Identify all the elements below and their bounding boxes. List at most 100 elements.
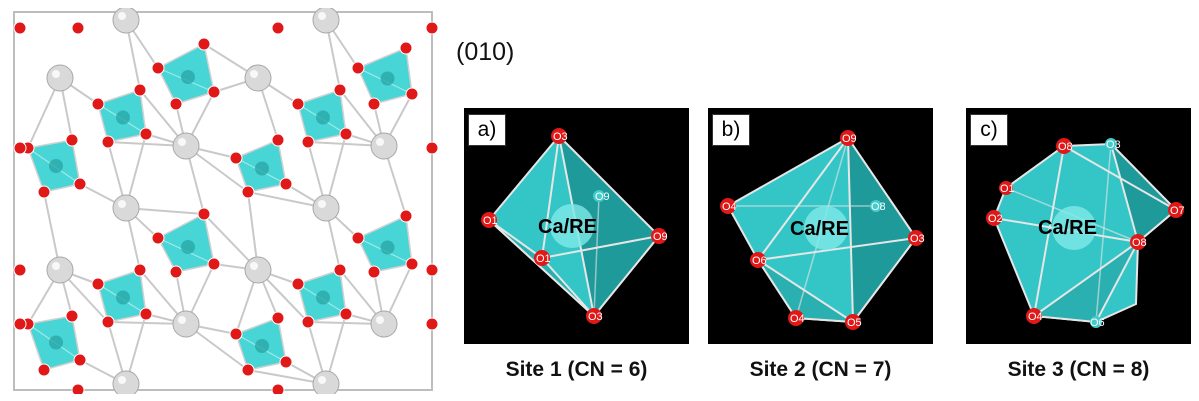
svg-text:O6: O6 xyxy=(752,255,767,267)
structure-bonds xyxy=(27,19,413,385)
central-cation-label: Ca/RE xyxy=(790,218,849,240)
oxygen-atom xyxy=(101,135,115,149)
oxygen-atom xyxy=(139,307,153,321)
svg-text:O1: O1 xyxy=(1000,183,1015,195)
cation-sphere xyxy=(172,132,200,160)
svg-text:O3: O3 xyxy=(910,233,925,245)
site-caption: Site 3 (CN = 8) xyxy=(1007,358,1150,381)
svg-text:O8: O8 xyxy=(871,201,886,213)
oxygen-atom xyxy=(13,141,27,155)
tetra-center-atom xyxy=(181,70,195,84)
oxygen-atom xyxy=(71,383,85,394)
oxygen-atom xyxy=(37,185,51,199)
oxygen-atom xyxy=(425,263,438,277)
cation-sphere xyxy=(46,256,74,284)
cation-highlight xyxy=(250,262,258,270)
svg-text:O3: O3 xyxy=(553,131,568,143)
oxygen-atom xyxy=(101,315,115,329)
svg-text:O2: O2 xyxy=(988,213,1003,225)
svg-text:O4: O4 xyxy=(722,201,737,213)
oxygen-atom xyxy=(271,21,285,35)
tetra-center-atom xyxy=(116,290,130,305)
oxygen-atom xyxy=(425,141,438,155)
tetra-center-atom xyxy=(181,240,195,254)
oxygen-atom xyxy=(405,257,419,271)
panel-label: a) xyxy=(468,114,506,146)
cation-sphere xyxy=(370,310,398,338)
panel-label: b) xyxy=(712,114,750,146)
oxygen-atom xyxy=(37,363,51,377)
oxygen-atom: O8 xyxy=(1056,138,1073,154)
oxygen-atom xyxy=(367,97,381,111)
oxygen-atom: O6 xyxy=(750,252,767,268)
tetra-center-atom xyxy=(116,110,130,125)
oxygen-atom xyxy=(301,315,315,329)
oxygen-atom: O4 xyxy=(1026,308,1043,324)
cation-sphere xyxy=(112,8,140,34)
oxygen-atom xyxy=(197,207,211,221)
oxygen-atom xyxy=(339,127,353,141)
oxygen-atom xyxy=(139,127,153,141)
panel-site-1: Ca/RE O3 O9 O1 O9 O1 O3 a) xyxy=(464,108,689,344)
cation-highlight xyxy=(318,200,326,208)
svg-text:O1: O1 xyxy=(536,253,551,265)
cation-highlight xyxy=(376,138,384,146)
oxygen-atom xyxy=(151,231,165,245)
oxygen-atom xyxy=(271,133,285,147)
svg-text:O9: O9 xyxy=(842,133,857,145)
svg-text:O8: O8 xyxy=(1058,141,1073,153)
oxygen-atom: O6 xyxy=(1090,316,1105,329)
oxygen-atom xyxy=(71,21,85,35)
svg-text:O1: O1 xyxy=(483,215,498,227)
cation-highlight xyxy=(376,316,384,324)
oxygen-atom xyxy=(151,61,165,75)
oxygen-atom xyxy=(13,21,27,35)
svg-text:O6: O6 xyxy=(1090,317,1105,329)
cation-highlight xyxy=(52,262,60,270)
oxygen-atom xyxy=(197,37,211,51)
oxygen-atom: O1 xyxy=(481,212,498,228)
panel-site-3: Ca/RE O8 O3 O1 O2 O7 O8 O4 O6 c) xyxy=(966,108,1191,344)
cation-sphere xyxy=(244,256,272,284)
oxygen-atom xyxy=(351,231,365,245)
oxygen-atom xyxy=(271,383,285,394)
oxygen-atom: O1 xyxy=(534,250,551,266)
svg-text:O3: O3 xyxy=(588,311,603,323)
oxygen-atom: O3 xyxy=(1105,138,1121,151)
site-caption: Site 1 (CN = 6) xyxy=(505,358,648,381)
oxygen-atom xyxy=(229,327,243,341)
oxygen-atom: O3 xyxy=(908,230,925,246)
oxygen-atom: O9 xyxy=(593,190,610,203)
tetra-center-atom xyxy=(316,110,330,125)
oxygen-atom: O2 xyxy=(986,210,1003,226)
panel-label: c) xyxy=(970,114,1008,146)
panel-site-2: Ca/RE O9 O8 O4 O6 O3 O4 O5 b) xyxy=(708,108,933,344)
oxygen-atom xyxy=(351,61,365,75)
svg-text:O4: O4 xyxy=(1028,311,1043,323)
cation-highlight xyxy=(250,70,258,78)
tetra-center-atom xyxy=(49,159,63,173)
oxygen-atom xyxy=(425,21,438,35)
cation-highlight xyxy=(318,12,326,20)
tetra-center-atom xyxy=(380,240,395,255)
oxygen-atom xyxy=(91,277,105,291)
oxygen-atom xyxy=(229,151,243,165)
cation-highlight xyxy=(118,376,126,384)
oxygen-atom xyxy=(339,307,353,321)
oxygen-atom xyxy=(207,85,221,99)
unit-cell-frame xyxy=(13,11,433,391)
oxygen-atom xyxy=(279,177,293,191)
structure-oxygens xyxy=(13,21,438,394)
cation-sphere xyxy=(46,64,74,92)
cation-highlight xyxy=(178,316,186,324)
cation-sphere xyxy=(312,8,340,34)
oxygen-atom xyxy=(291,277,305,291)
crystal-structure-view xyxy=(13,8,438,394)
oxygen-atom xyxy=(169,265,183,279)
oxygen-atom: O7 xyxy=(1168,202,1185,218)
cation-highlight xyxy=(118,12,126,20)
tetra-center-atom xyxy=(380,71,395,86)
cation-sphere xyxy=(244,64,272,92)
polyhedron-site-2: Ca/RE O9 O8 O4 O6 O3 O4 O5 xyxy=(720,130,925,330)
oxygen-atom: O9 xyxy=(651,228,668,244)
